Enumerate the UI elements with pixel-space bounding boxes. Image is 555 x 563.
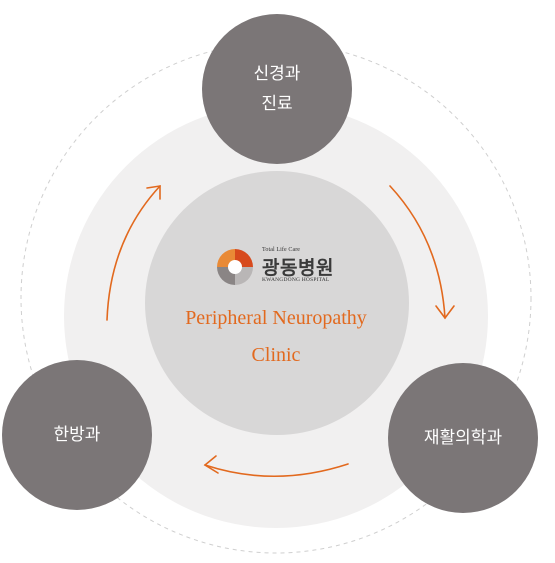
hospital-logo: Total Life Care 광동병원 KWANGDONG HOSPITAL <box>217 247 347 287</box>
arrow-left-to-top-icon <box>106 185 161 321</box>
center-title-line2: Clinic <box>251 344 301 366</box>
node-oriental-medicine: 한방과 <box>2 360 152 510</box>
logo-english-name: KWANGDONG HOSPITAL <box>262 277 330 283</box>
center-title: Peripheral Neuropathy Clinic <box>146 300 406 374</box>
node-neurology: 신경과 진료 <box>202 14 352 164</box>
node-neurology-line2: 진료 <box>261 94 293 114</box>
node-neurology-line1: 신경과 <box>253 64 301 84</box>
node-oriental-medicine-label: 한방과 <box>53 425 101 445</box>
arrow-top-to-right-icon <box>389 185 455 320</box>
hospital-logo-mark-icon <box>217 249 253 285</box>
logo-tagline: Total Life Care <box>262 247 301 253</box>
node-rehabilitation-label: 재활의학과 <box>423 428 503 448</box>
center-title-line1: Peripheral Neuropathy <box>185 307 367 329</box>
arrow-right-to-left-icon <box>203 455 349 478</box>
center-circle <box>145 171 409 435</box>
node-rehabilitation: 재활의학과 <box>388 363 538 513</box>
logo-name: 광동병원 <box>262 257 334 279</box>
